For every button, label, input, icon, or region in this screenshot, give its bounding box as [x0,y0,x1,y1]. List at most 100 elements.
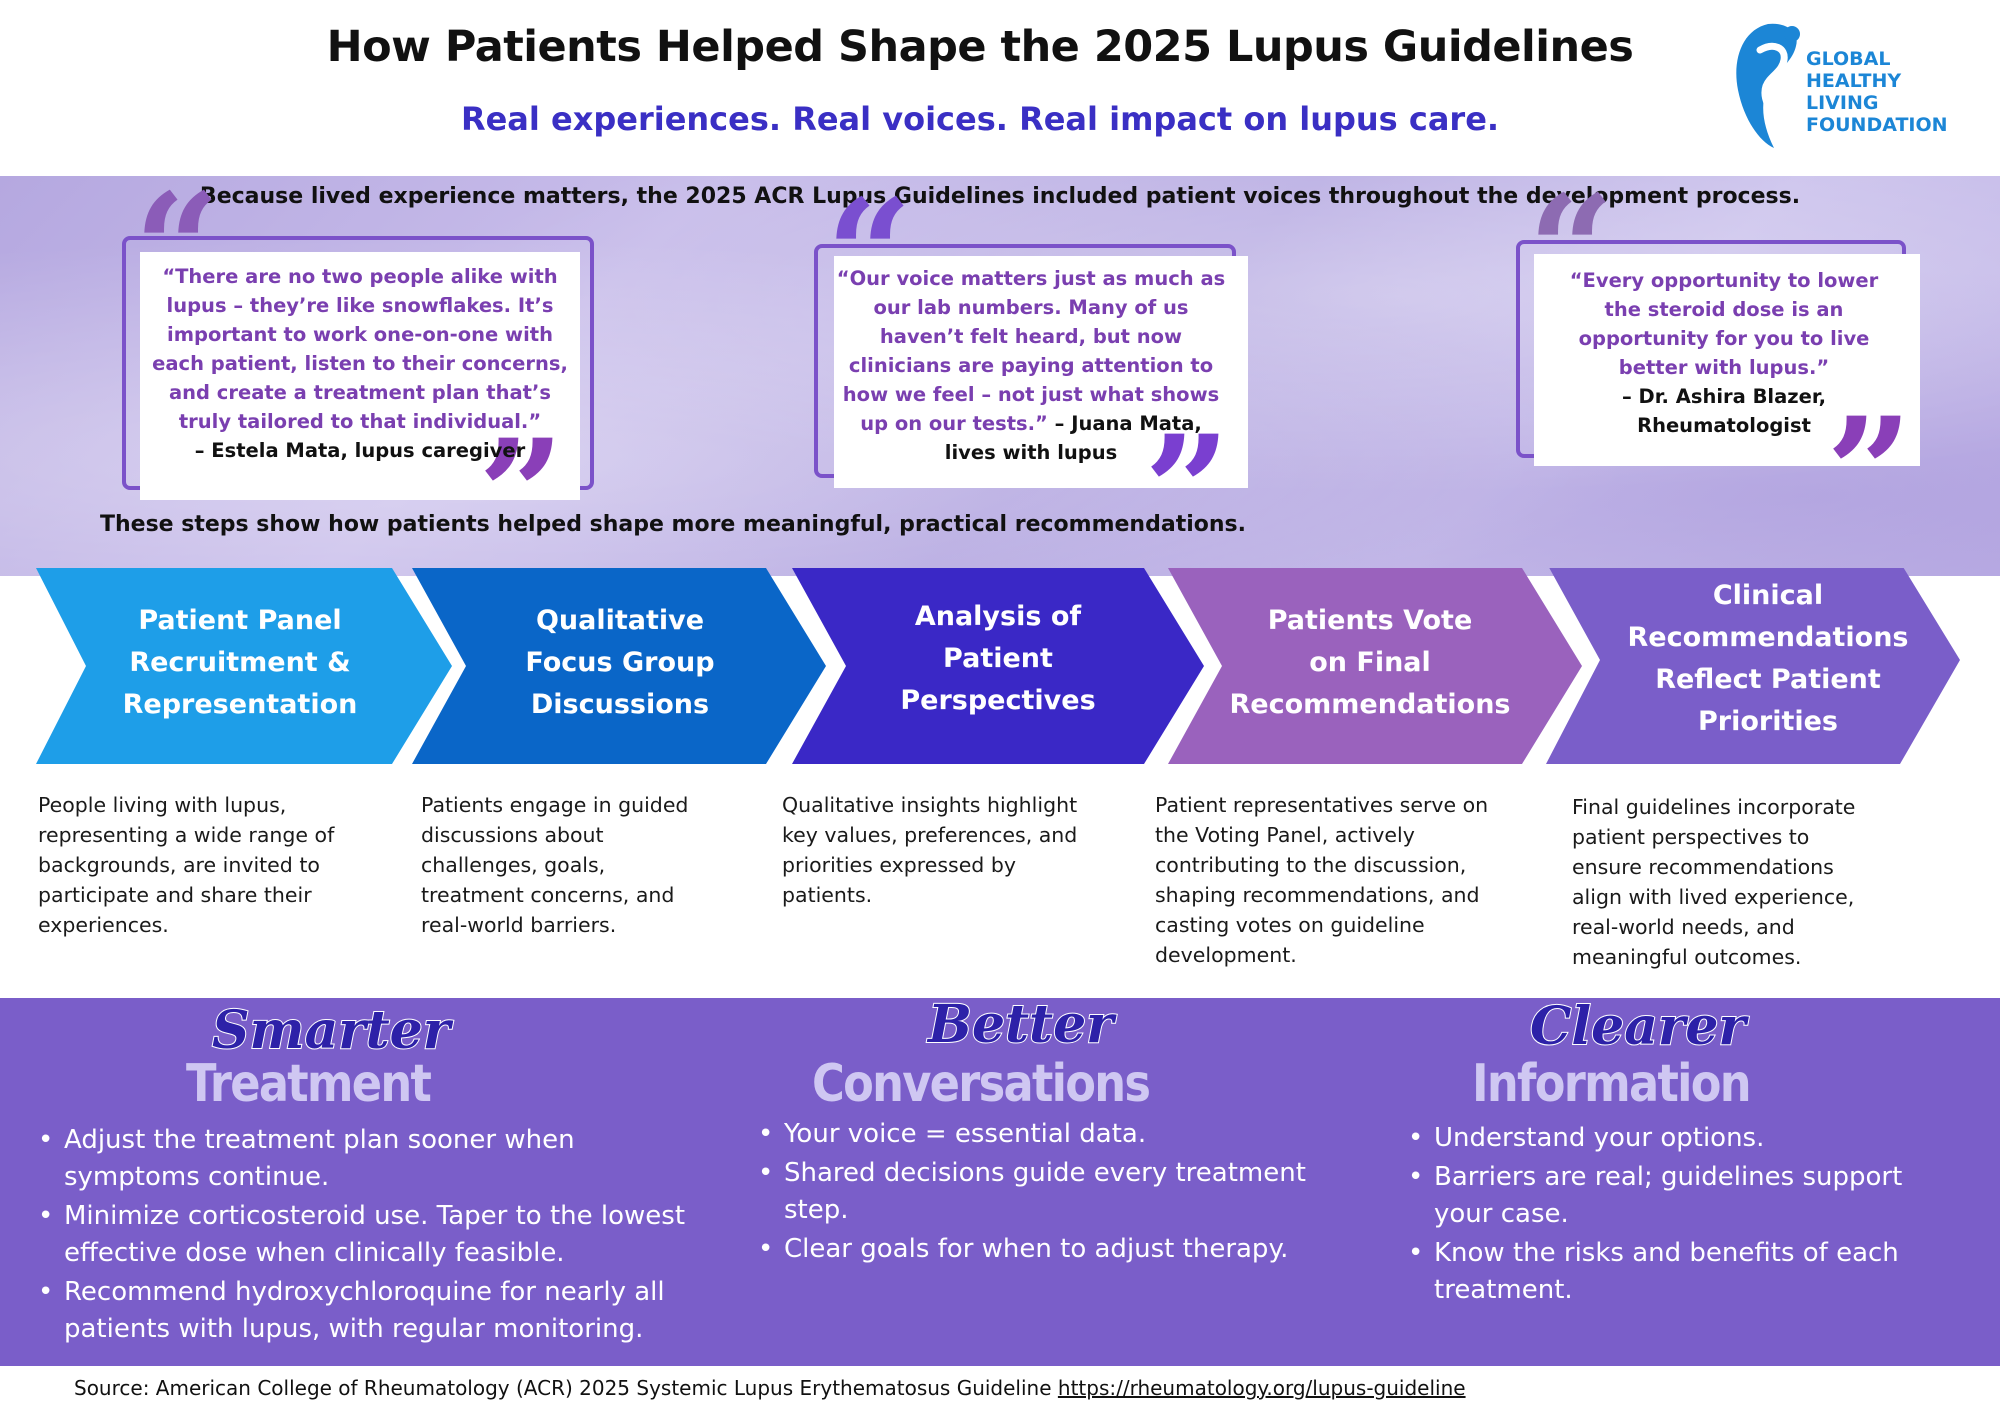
quote-1: “There are no two people alike with lupu… [150,262,570,465]
desc-line: patients. [782,883,873,907]
label-line: Perspectives [900,685,1096,716]
quote-3: “Every opportunity to lower the steroid … [1556,266,1892,440]
open-quote-icon: “ [1528,163,1615,339]
desc-line: Qualitative insights highlight [782,793,1078,817]
logo-text: GLOBAL HEALTHY LIVING FOUNDATION [1806,48,1948,136]
label-line: Recommendations [1627,622,1909,653]
quote-card-2 [834,256,1248,488]
step-4-label: Patients Vote on Final Recommendations [1210,600,1530,726]
label-line: Priorities [1697,706,1839,737]
step-arrow-5 [1546,568,1960,764]
benefit-1-heading: Treatment [186,1054,432,1114]
label-line: Reflect Patient [1655,664,1881,695]
page-subtitle: Real experiences. Real voices. Real impa… [460,100,1500,138]
label-line: Representation [122,689,358,720]
step-2-description: Patients engage in guided discussions ab… [421,790,761,940]
logo-line-global: GLOBAL [1806,48,1891,70]
organization-logo: GLOBAL HEALTHY LIVING FOUNDATION [1730,20,1980,150]
open-quote-icon: “ [826,167,913,343]
source-citation: Source: American College of Rheumatology… [74,1376,1466,1400]
desc-line: Final guidelines incorporate [1572,795,1856,819]
quote-1-attribution: – Estela Mata, lupus caregiver [194,439,526,462]
close-quote-icon: ” [1826,385,1913,561]
quote-card-3 [1534,254,1920,466]
benefit-2-heading: Conversations [812,1054,1151,1114]
desc-line: contributing to the discussion, [1155,853,1467,877]
quote-2-attribution: – Juana Mata, lives with lupus [944,412,1202,464]
desc-line: Patient representatives serve on [1155,793,1489,817]
close-quote-icon: ” [478,407,565,583]
list-item: Barriers are real; guidelines support yo… [1408,1159,1968,1233]
label-line: Discussions [530,689,710,720]
source-text: Source: American College of Rheumatology… [74,1376,1052,1400]
label-line: Patients Vote [1267,605,1473,636]
quote-3-text: “Every opportunity to lower the steroid … [1569,269,1879,379]
list-item: Adjust the treatment plan sooner when sy… [38,1122,718,1196]
quote-3-attribution: – Dr. Ashira Blazer, Rheumatologist [1621,385,1827,437]
desc-line: challenges, goals, [421,853,606,877]
step-arrow-2 [412,568,826,764]
label-line: Patient Panel [138,605,342,636]
label-line: Analysis of [914,601,1082,632]
desc-line: priorities expressed by [782,853,1016,877]
list-item: Recommend hydroxychloroquine for nearly … [38,1274,718,1348]
step-arrow-1 [36,568,452,764]
list-item: Shared decisions guide every treatment s… [758,1155,1358,1229]
quote-card-1 [140,252,580,500]
desc-line: meaningful outcomes. [1572,945,1802,969]
process-arrows [36,568,1960,764]
desc-line: casting votes on guideline [1155,913,1425,937]
close-quote-icon: ” [1144,403,1231,579]
step-arrow-3 [792,568,1204,764]
label-line: Recommendations [1229,689,1511,720]
desc-line: real-world needs, and [1572,915,1795,939]
logo-line-foundation: FOUNDATION [1806,114,1948,136]
list-item: Clear goals for when to adjust therapy. [758,1231,1358,1268]
intro-text: Because lived experience matters, the 20… [199,184,1801,209]
step-arrow-4 [1168,568,1582,764]
desc-line: participate and share their [38,883,312,907]
desc-line: backgrounds, are invited to [38,853,320,877]
step-4-description: Patient representatives serve on the Vot… [1155,790,1535,970]
label-line: Qualitative [535,605,705,636]
step-3-label: Analysis of Patient Perspectives [848,596,1148,722]
desc-line: representing a wide range of [38,823,335,847]
label-line: Focus Group [525,647,715,678]
step-5-description: Final guidelines incorporate patient per… [1572,792,1922,972]
list-item: Know the risks and benefits of each trea… [1408,1235,1968,1309]
logo-line-healthy: HEALTHY [1806,70,1902,92]
label-line: on Final [1309,647,1431,678]
desc-line: real-world barriers. [421,913,617,937]
label-line: Recruitment & [129,647,351,678]
quote-2: “Our voice matters just as much as our l… [836,264,1226,467]
desc-line: Patients engage in guided [421,793,689,817]
step-5-label: Clinical Recommendations Reflect Patient… [1598,575,1938,743]
source-link[interactable]: https://rheumatology.org/lupus-guideline [1057,1376,1466,1400]
step-2-label: Qualitative Focus Group Discussions [470,600,770,726]
desc-line: treatment concerns, and [421,883,675,907]
desc-line: People living with lupus, [38,793,287,817]
desc-line: experiences. [38,913,169,937]
desc-line: shaping recommendations, and [1155,883,1480,907]
steps-intro: These steps show how patients helped sha… [100,512,1246,537]
list-item: Minimize corticosteroid use. Taper to th… [38,1198,718,1272]
step-3-description: Qualitative insights highlight key value… [782,790,1132,910]
desc-line: ensure recommendations [1572,855,1834,879]
page-title: How Patients Helped Shape the 2025 Lupus… [326,22,1634,72]
label-line: Clinical [1712,580,1824,611]
step-1-description: People living with lupus, representing a… [38,790,378,940]
open-quote-icon: “ [134,161,221,337]
benefit-3-script: Clearer [1529,995,1747,1058]
desc-line: key values, preferences, and [782,823,1078,847]
benefit-3-heading: Information [1472,1054,1752,1114]
quote-2-text: “Our voice matters just as much as our l… [836,267,1226,435]
desc-line: development. [1155,943,1297,967]
desc-line: align with lived experience, [1572,885,1855,909]
desc-line: the Voting Panel, actively [1155,823,1415,847]
benefit-1-script: Smarter [211,999,451,1062]
desc-line: discussions about [421,823,604,847]
label-line: Patient [943,643,1053,674]
quote-1-text: “There are no two people alike with lupu… [152,265,568,433]
benefit-2-script: Better [927,993,1115,1056]
benefit-3-list: Understand your options. Barriers are re… [1408,1120,1968,1311]
